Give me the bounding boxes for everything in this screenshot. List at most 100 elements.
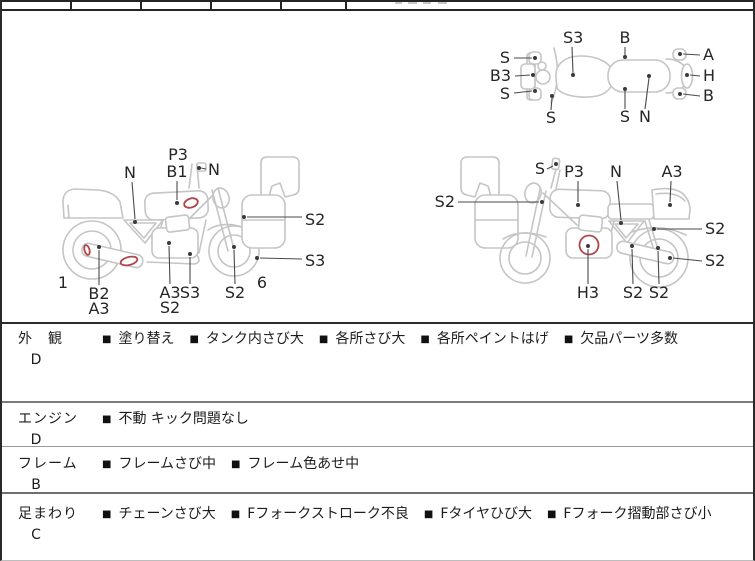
category-column: エンジン D: [18, 408, 102, 448]
top-view-leaders: [513, 46, 701, 111]
label-rightbike-rear-wheel: S2: [705, 251, 725, 270]
cutoff-text-remnant: [408, 2, 417, 4]
bullet-square-icon: ■: [102, 414, 112, 425]
condition-row-exterior: 外 観 D ■塗り替え ■タンク内さび大 ■各所さび大 ■各所ペイントはげ ■欠品パーツ…: [2, 324, 753, 401]
red-mark-hub: [83, 244, 91, 256]
label-leftbike-swingarm: B2: [88, 284, 109, 303]
condition-item: ■フレームさび中: [102, 456, 217, 472]
condition-row-engine: エンジン D ■不動 キック問題なし: [2, 401, 753, 448]
condition-item: ■欠品パーツ多数: [563, 331, 678, 347]
label-topview-rear-right: A: [703, 45, 714, 64]
label-leftbike-front-fender: S2: [305, 210, 325, 229]
label-leftbike-number-6: 6: [257, 273, 267, 292]
label-leftbike-frame-lower: S3: [180, 283, 200, 302]
category-label: 外 観: [18, 331, 63, 347]
bullet-square-icon: ■: [230, 509, 241, 520]
label-rightbike-headlight: S2: [435, 192, 455, 211]
label-leftbike-front-wheel: S3: [305, 251, 325, 270]
condition-items: ■塗り替え ■タンク内さび大 ■各所さび大 ■各所ペイントはげ ■欠品パーツ多数: [102, 328, 743, 401]
condition-item: ■Fフォーク摺動部さび小: [546, 506, 712, 522]
bullet-square-icon: ■: [189, 334, 199, 345]
condition-item: ■各所ペイントはげ: [420, 331, 549, 347]
bullet-square-icon: ■: [102, 334, 112, 345]
red-mark-engine: [578, 234, 600, 256]
label-topview-rear-left: B: [703, 86, 714, 105]
grade-value: D: [30, 352, 42, 368]
label-topview-fork: S: [546, 108, 556, 127]
label-leftbike-tank-upper: P3: [168, 145, 188, 164]
label-topview-seat-top: B: [620, 28, 631, 47]
cutoff-text-remnant: [438, 2, 447, 4]
red-mark-muffler: [119, 255, 139, 267]
condition-item: ■フレーム色あせ中: [231, 456, 360, 472]
label-rightbike-muffler-front: S2: [623, 283, 643, 302]
condition-row-undercarriage: 足まわり C ■チェーンさび大 ■Fフォークストローク不良 ■Fタイヤひび大 ■Fフォ…: [2, 492, 753, 560]
condition-item: ■塗り替え: [102, 331, 175, 347]
damage-diagram: S3 B S B3 S A H B S S N: [2, 11, 753, 322]
label-topview-tank: S3: [563, 28, 583, 47]
header-cell: [142, 2, 212, 9]
condition-items: ■チェーンさび大 ■Fフォークストローク不良 ■Fタイヤひび大 ■Fフォーク摺動部さび…: [102, 503, 743, 560]
label-rightbike-engine: H3: [577, 283, 599, 302]
bullet-square-icon: ■: [563, 334, 574, 345]
right-seat-piece-art: [460, 156, 519, 249]
label-rightbike-tank: P3: [564, 162, 584, 181]
label-topview-grip-right: S: [500, 84, 510, 103]
bullet-square-icon: ■: [318, 334, 329, 345]
condition-item: ■Fタイヤひび大: [423, 506, 532, 522]
bullet-square-icon: ■: [231, 459, 241, 470]
header-cell: [72, 2, 142, 9]
bullet-square-icon: ■: [546, 509, 557, 520]
header-cell: [2, 2, 72, 9]
top-view-art: [520, 47, 694, 104]
right-bike-leaders: [458, 162, 703, 285]
header-cell: [212, 2, 282, 9]
condition-item: ■不動 キック問題なし: [102, 411, 249, 427]
label-leftbike-engine-sub: S2: [160, 298, 180, 317]
left-seat-piece-art: [241, 156, 300, 249]
label-rightbike-mirror: S: [535, 159, 545, 178]
label-leftbike-number-1: 1: [58, 273, 68, 292]
cutoff-text-remnant: [395, 2, 402, 4]
grade-value: B: [31, 477, 41, 493]
label-rightbike-rear-cowl: A3: [661, 162, 682, 181]
category-column: 足まわり C: [18, 503, 102, 560]
label-topview-front-center: B3: [490, 66, 511, 85]
label-rightbike-rear-shock: S2: [705, 219, 725, 238]
bullet-square-icon: ■: [102, 459, 112, 470]
bullet-square-icon: ■: [423, 509, 434, 520]
motorcycle-diagram-svg: S3 B S B3 S A H B S S N: [58, 28, 725, 318]
condition-item: ■チェーンさび大: [102, 506, 216, 522]
label-leftbike-engine: A3: [159, 283, 180, 302]
condition-items: ■フレームさび中 ■フレーム色あせ中: [102, 453, 743, 492]
label-leftbike-side-cover: N: [124, 163, 136, 182]
label-leftbike-swingarm-sub: A3: [88, 299, 109, 318]
category-column: フレーム B: [18, 453, 102, 493]
bullet-square-icon: ■: [102, 509, 112, 520]
cutoff-header-row: [2, 0, 753, 11]
label-rightbike-side-cover: N: [610, 162, 622, 181]
grade-value: D: [30, 432, 42, 448]
label-rightbike-muffler-rear: S2: [649, 283, 669, 302]
label-leftbike-handlebar: N: [208, 160, 220, 179]
category-label: エンジン: [18, 411, 78, 427]
label-topview-grip-left: S: [500, 48, 510, 67]
category-label: 足まわり: [18, 506, 78, 522]
cutoff-text-remnant: [423, 2, 431, 4]
grade-value: C: [31, 527, 41, 543]
label-leftbike-tank: B1: [166, 162, 187, 181]
condition-item: ■各所さび大: [318, 331, 406, 347]
bullet-square-icon: ■: [420, 334, 430, 345]
category-label: フレーム: [18, 456, 78, 472]
label-topview-rear-center: H: [703, 66, 715, 85]
label-leftbike-fork-lower: S2: [225, 283, 245, 302]
condition-table: 外 観 D ■塗り替え ■タンク内さび大 ■各所さび大 ■各所ペイントはげ ■欠品パーツ…: [2, 322, 753, 560]
condition-item: ■Fフォークストローク不良: [230, 506, 409, 522]
condition-row-frame: フレーム B ■フレームさび中 ■フレーム色あせ中: [2, 446, 753, 493]
condition-item: ■タンク内さび大: [189, 331, 304, 347]
left-bike-leaders: [97, 166, 303, 285]
header-cell: [282, 2, 347, 9]
condition-items: ■不動 キック問題なし: [102, 408, 743, 446]
left-bike-art: [62, 162, 260, 280]
